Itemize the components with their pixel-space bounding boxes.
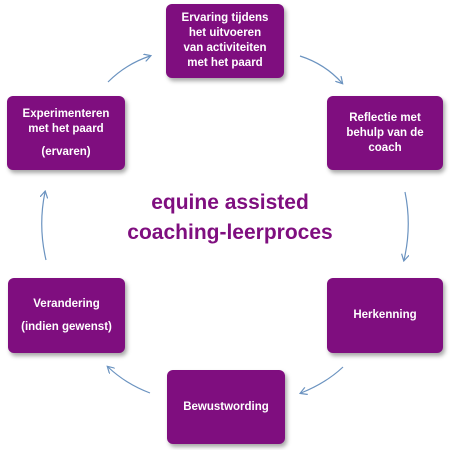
diagram-title-line: coaching-leerproces bbox=[127, 221, 333, 244]
step-label-line: behulp van de bbox=[346, 126, 424, 139]
arrow-step4-to-step5 bbox=[108, 367, 151, 394]
step-label-line: van activiteiten bbox=[183, 42, 267, 54]
step-box-experimenteren: Experimenteren met het paard (ervaren) bbox=[7, 96, 125, 170]
step-label-line: Reflectie met bbox=[349, 111, 421, 124]
step-label-line: Experimenteren bbox=[22, 107, 110, 120]
diagram-title: equine assisted coaching-leerproces bbox=[100, 188, 360, 248]
step-box-reflectie: Reflectie met behulp van de coach bbox=[327, 96, 443, 170]
step-box-verandering: Verandering (indien gewenst) bbox=[8, 278, 125, 353]
step-box-bewustwording: Bewustwording bbox=[167, 370, 285, 444]
step-label-line: met het paard bbox=[187, 57, 263, 69]
arrow-step6-to-step1 bbox=[107, 56, 150, 83]
step-label-line: Ervaring tijdens bbox=[181, 12, 269, 24]
arrow-step1-to-step2 bbox=[299, 55, 342, 83]
arrow-step2-to-step3 bbox=[404, 191, 408, 260]
arrow-step5-to-step6 bbox=[42, 192, 46, 261]
step-label-line: het uitvoeren bbox=[188, 27, 262, 39]
arrow-step3-to-step4 bbox=[301, 366, 344, 393]
step-label-line: Verandering bbox=[33, 297, 100, 310]
step-label-line: coach bbox=[368, 141, 402, 154]
step-label-line: met het paard bbox=[28, 122, 104, 135]
step-label-line: (ervaren) bbox=[41, 145, 91, 158]
step-label-line: (indien gewenst) bbox=[21, 320, 112, 333]
step-box-ervaring: Ervaring tijdens het uitvoeren van activ… bbox=[166, 4, 284, 78]
step-label-line: Herkenning bbox=[353, 309, 417, 321]
step-label-line: Bewustwording bbox=[183, 400, 269, 413]
diagram-title-line: equine assisted bbox=[151, 191, 309, 214]
step-box-herkenning: Herkenning bbox=[327, 278, 443, 353]
